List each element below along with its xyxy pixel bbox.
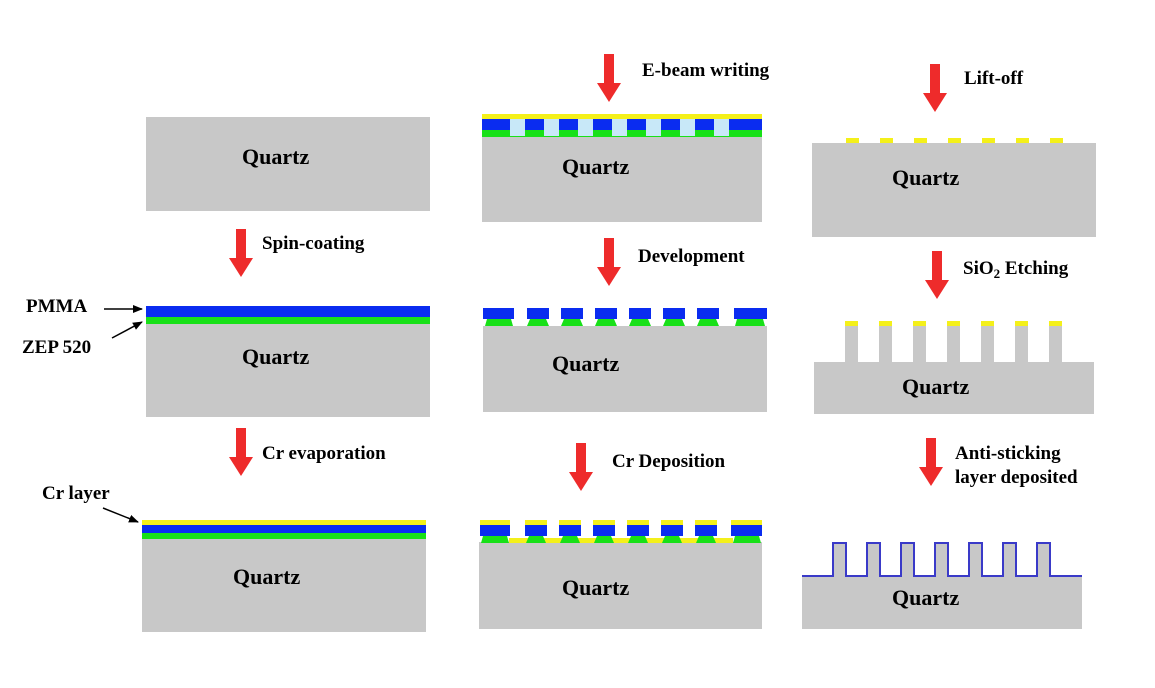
arrow-sio2-etching bbox=[925, 251, 949, 299]
zep-layer bbox=[146, 317, 430, 324]
pmma-layer bbox=[142, 524, 426, 533]
arrow-ebeam-writing bbox=[597, 54, 621, 102]
stage-1-bare-substrate bbox=[146, 117, 430, 211]
arrow-anti-sticking bbox=[919, 438, 943, 486]
step-label-ebeam-writing: E-beam writing bbox=[642, 60, 770, 81]
stage-6-cr-deposited bbox=[479, 520, 762, 629]
pmma-pillars bbox=[480, 525, 762, 536]
stage-2-spin-coated bbox=[146, 306, 430, 417]
callout-cr-layer: Cr layer bbox=[42, 483, 110, 504]
quartz-substrate bbox=[812, 143, 1096, 237]
quartz-substrate bbox=[814, 362, 1094, 414]
anti-sticking-layer bbox=[802, 542, 1082, 577]
cr-on-resist bbox=[480, 520, 762, 525]
arrow-development bbox=[597, 238, 621, 286]
callout-pmma: PMMA bbox=[26, 296, 88, 317]
quartz-substrate bbox=[802, 576, 1082, 629]
quartz-substrate bbox=[146, 117, 430, 211]
cr-mask-dots bbox=[845, 321, 1062, 326]
cr-layer bbox=[142, 520, 426, 525]
stage-9-anti-sticking-coated bbox=[802, 542, 1082, 629]
callout-zep-520: ZEP 520 bbox=[22, 337, 92, 358]
cr-mask-dots bbox=[846, 138, 1063, 143]
quartz-substrate bbox=[483, 326, 767, 412]
quartz-label: Quartz bbox=[902, 374, 970, 399]
quartz-label: Quartz bbox=[892, 165, 960, 190]
stage-7-lifted-off bbox=[812, 138, 1096, 237]
quartz-substrate bbox=[146, 323, 430, 417]
step-label-lift-off: Lift-off bbox=[964, 68, 1024, 89]
step-label-sio2-etching: SiO2 Etching bbox=[963, 258, 1069, 281]
quartz-pillars bbox=[845, 326, 1062, 363]
zep-pillars bbox=[485, 319, 765, 326]
step-label-cr-evaporation: Cr evaporation bbox=[262, 443, 386, 464]
stage-8-etched bbox=[814, 321, 1094, 414]
stage-4-ebeam-written bbox=[482, 114, 762, 222]
stage-5-developed bbox=[483, 308, 767, 412]
arrow-spin-coating bbox=[229, 229, 253, 277]
pmma-layer bbox=[146, 306, 430, 317]
stage-3-cr-evaporated bbox=[142, 520, 426, 632]
step-label-spin-coating: Spin-coating bbox=[262, 233, 365, 254]
cr-layer bbox=[482, 114, 762, 119]
exposed-regions bbox=[510, 119, 729, 136]
cr-layer-pointer bbox=[102, 507, 139, 523]
quartz-label: Quartz bbox=[233, 564, 301, 589]
pmma-pillars bbox=[483, 308, 767, 319]
quartz-label: Quartz bbox=[562, 575, 630, 600]
quartz-substrate bbox=[142, 538, 426, 632]
arrow-cr-deposition bbox=[569, 443, 593, 491]
cr-on-substrate bbox=[509, 538, 733, 543]
quartz-label: Quartz bbox=[242, 344, 310, 369]
arrow-cr-evaporation bbox=[229, 428, 253, 476]
step-label-anti-sticking: Anti-sticking layer deposited bbox=[955, 443, 1078, 488]
quartz-label: Quartz bbox=[892, 585, 960, 610]
zep-pillars bbox=[481, 536, 761, 543]
zep-layer bbox=[142, 532, 426, 539]
quartz-substrate bbox=[482, 136, 762, 222]
quartz-label: Quartz bbox=[242, 144, 310, 169]
step-label-cr-deposition: Cr Deposition bbox=[612, 451, 726, 472]
zep-pointer bbox=[111, 321, 143, 339]
quartz-pillars bbox=[833, 543, 1050, 577]
step-label-development: Development bbox=[638, 246, 745, 267]
quartz-label: Quartz bbox=[562, 154, 630, 179]
quartz-substrate bbox=[479, 542, 762, 629]
quartz-label: Quartz bbox=[552, 351, 620, 376]
arrow-lift-off bbox=[923, 64, 947, 112]
